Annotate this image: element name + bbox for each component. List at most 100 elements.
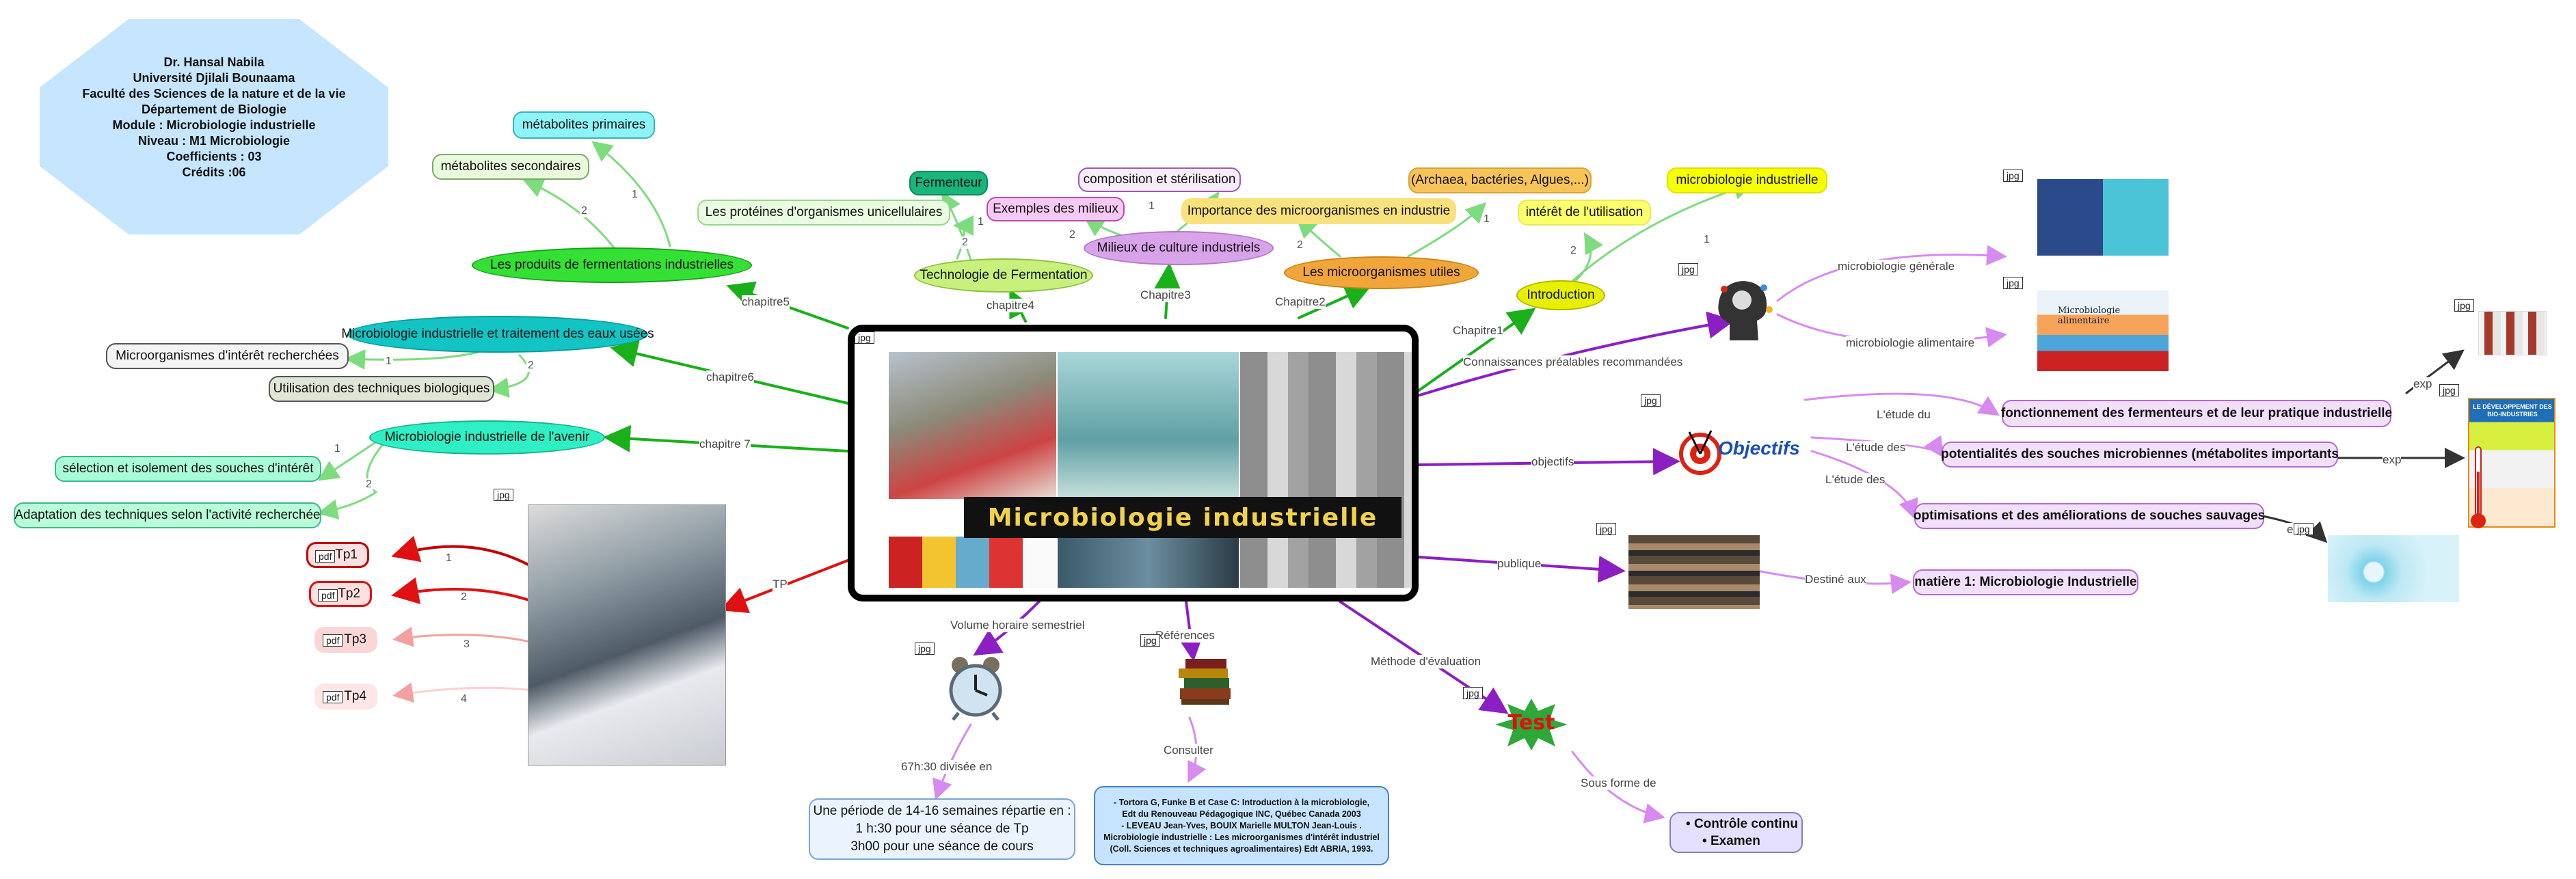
exp-label: exp xyxy=(2413,377,2432,391)
references-node[interactable]: - Tortora G, Funke B et Case C: Introduc… xyxy=(1094,786,1389,865)
tp1-label: Tp1 xyxy=(335,547,358,562)
node-metabolites-primaires[interactable]: métabolites primaires xyxy=(513,111,655,139)
tp2-node[interactable]: pdf Tp2 xyxy=(309,581,372,607)
node-publique-target[interactable]: matière 1: Microbiologie Industrielle xyxy=(1913,569,2138,595)
node-eaux-usees[interactable]: Microbiologie industrielle et traitement… xyxy=(341,316,654,353)
tp-lab-photo xyxy=(528,504,726,766)
test-burst-icon: Test xyxy=(1494,697,1569,752)
objectifs-icon-text: Objectifs xyxy=(1718,437,1800,459)
volume-label: 67h:30 divisée en xyxy=(901,760,993,774)
num-label: 1 xyxy=(444,552,453,565)
node-intro-microbiologie[interactable]: microbiologie industrielle xyxy=(1667,167,1827,193)
node-metabolites-secondaires[interactable]: métabolites secondaires xyxy=(432,154,589,180)
num-label: 2 xyxy=(961,236,969,249)
node-avenir-selection[interactable]: sélection et isolement des souches d'int… xyxy=(55,456,321,482)
pdf-icon: pdf xyxy=(315,550,336,563)
node-technologie-fermentation[interactable]: Technologie de Fermentation xyxy=(914,258,1093,293)
node-fermenteur[interactable]: Fermenteur xyxy=(909,171,988,195)
node-intro-interet[interactable]: intérêt de l'utilisation xyxy=(1518,200,1651,226)
node-avenir[interactable]: Microbiologie industrielle de l'avenir xyxy=(369,420,605,455)
exp-label: exp xyxy=(2383,453,2402,467)
publique-label: Destiné aux xyxy=(1805,573,1866,586)
node-milieux-exemples[interactable]: Exemples des milieux xyxy=(987,197,1125,221)
branch-label-chapitre2: Chapitre2 xyxy=(1275,295,1326,309)
branch-label-evaluation: Méthode d'évaluation xyxy=(1371,655,1481,668)
tp4-node[interactable]: pdf Tp4 xyxy=(314,684,377,709)
node-milieux-culture[interactable]: Milieux de culture industriels xyxy=(1084,231,1274,265)
node-proteines[interactable]: Les protéines d'organismes unicellulaire… xyxy=(697,200,950,226)
objectifs-icon: Objectifs xyxy=(1678,418,1808,476)
num-label: 1 xyxy=(384,355,393,368)
tp4-label: Tp4 xyxy=(344,689,366,703)
branch-label-prealables: Connaissances préalables recommandées xyxy=(1463,355,1683,369)
branch-label-chapitre7: chapitre 7 xyxy=(699,437,751,451)
tp1-node[interactable]: pdf Tp1 xyxy=(306,542,369,568)
center-title-banner: Microbiologie industrielle xyxy=(964,497,1401,538)
node-produits-fermentation[interactable]: Les produits de fermentations industriel… xyxy=(472,247,752,283)
node-utiles-types[interactable]: (Archaea, bactéries, Algues,...) xyxy=(1408,167,1592,193)
evaluation-modes-node[interactable]: • Contrôle continu • Examen xyxy=(1669,812,1803,853)
objectif-label-1: L'étude du xyxy=(1877,408,1931,422)
num-label: 1 xyxy=(333,443,342,455)
university-name: Université Djilali Bounaama xyxy=(133,71,295,85)
pdf-icon: pdf xyxy=(323,634,343,647)
node-introduction[interactable]: Introduction xyxy=(1516,280,1605,310)
cells-photo xyxy=(2328,535,2459,602)
center-image-tag: jpg xyxy=(855,332,874,344)
node-objectif-optimisations[interactable]: optimisations et des améliorations de so… xyxy=(1914,503,2265,529)
pdf-icon: pdf xyxy=(323,691,343,703)
module-name: Module : Microbiologie industrielle xyxy=(112,118,316,132)
branch-label-references: Références xyxy=(1155,629,1215,643)
num-label: 1 xyxy=(1482,213,1491,226)
prealables-image-tag: jpg xyxy=(1678,263,1698,275)
node-utiles-importance[interactable]: Importance des microorganismes en indust… xyxy=(1181,198,1456,224)
lab-photo-1 xyxy=(889,352,1056,499)
objectifs-image-tag: jpg xyxy=(1641,394,1661,407)
node-milieux-composition[interactable]: composition et stérilisation xyxy=(1078,167,1241,192)
books-icon xyxy=(1175,651,1236,709)
branch-label-tp: TP xyxy=(773,578,788,591)
prealable-label-1: microbiologie générale xyxy=(1838,260,1955,273)
num-label: 2 xyxy=(1569,245,1578,257)
reference-line-4: Microbiologie industrielle : Les microor… xyxy=(1103,832,1380,842)
tp-image-tag: jpg xyxy=(494,489,513,501)
central-node[interactable]: Microbiologie industrielle jpg xyxy=(848,325,1419,601)
num-label: 2 xyxy=(526,360,535,372)
branch-label-chapitre1: Chapitre1 xyxy=(1453,324,1503,338)
node-objectif-fermenteurs[interactable]: fonctionnement des fermenteurs et de leu… xyxy=(2001,400,2392,427)
node-microorganismes-utiles[interactable]: Les microorganismes utiles xyxy=(1284,256,1479,289)
branch-label-volume: Volume horaire semestriel xyxy=(950,619,1085,632)
fermenter-vessels-photo xyxy=(2478,311,2547,355)
num-label: 4 xyxy=(459,693,468,705)
num-label: 1 xyxy=(1702,234,1711,246)
objectif-label-2: L'étude des xyxy=(1846,441,1906,455)
fermenter-tanks-photo xyxy=(1240,352,1412,588)
reference-line-2: Edt du Renouveau Pédagogique INC, Québec… xyxy=(1122,809,1361,819)
branch-label-objectifs: objectifs xyxy=(1531,455,1574,469)
node-eaux-techniques[interactable]: Utilisation des techniques biologiques xyxy=(269,376,494,402)
volume-details-node[interactable]: Une période de 14-16 semaines répartie e… xyxy=(809,798,1075,860)
tp2-label: Tp2 xyxy=(338,586,360,601)
references-label: Consulter xyxy=(1164,744,1213,757)
branch-label-chapitre3: Chapitre3 xyxy=(1140,288,1191,302)
branch-label-publique: publique xyxy=(1497,557,1542,571)
num-label: 1 xyxy=(976,216,985,228)
tp3-node[interactable]: pdf Tp3 xyxy=(314,627,377,653)
num-label: 2 xyxy=(364,478,373,491)
node-avenir-adaptation[interactable]: Adaptation des techniques selon l'activi… xyxy=(14,502,321,528)
general-microbiology-photo xyxy=(2037,179,2169,256)
branch-label-chapitre6: chapitre6 xyxy=(706,370,754,384)
tp3-label: Tp3 xyxy=(344,632,366,647)
num-label: 2 xyxy=(459,591,468,604)
prealable-label-2: microbiologie alimentaire xyxy=(1846,336,1975,350)
num-label: 1 xyxy=(630,189,639,201)
volume-line-1: Une période de 14-16 semaines répartie e… xyxy=(813,804,1071,818)
pdf-icon: pdf xyxy=(318,589,338,601)
node-objectif-potentialites[interactable]: potentialités des souches microbiennes (… xyxy=(1941,442,2339,468)
audience-image-tag: jpg xyxy=(1596,523,1616,535)
evaluation-mode-1: • Contrôle continu xyxy=(1686,817,1798,831)
node-eaux-microorganismes[interactable]: Microorganismes d'intérêt recherchées xyxy=(106,343,349,369)
food-microbiology-photo: Microbiologie alimentaire xyxy=(2037,290,2169,371)
volume-line-2: 1 h:30 pour une séance de Tp xyxy=(855,822,1029,836)
